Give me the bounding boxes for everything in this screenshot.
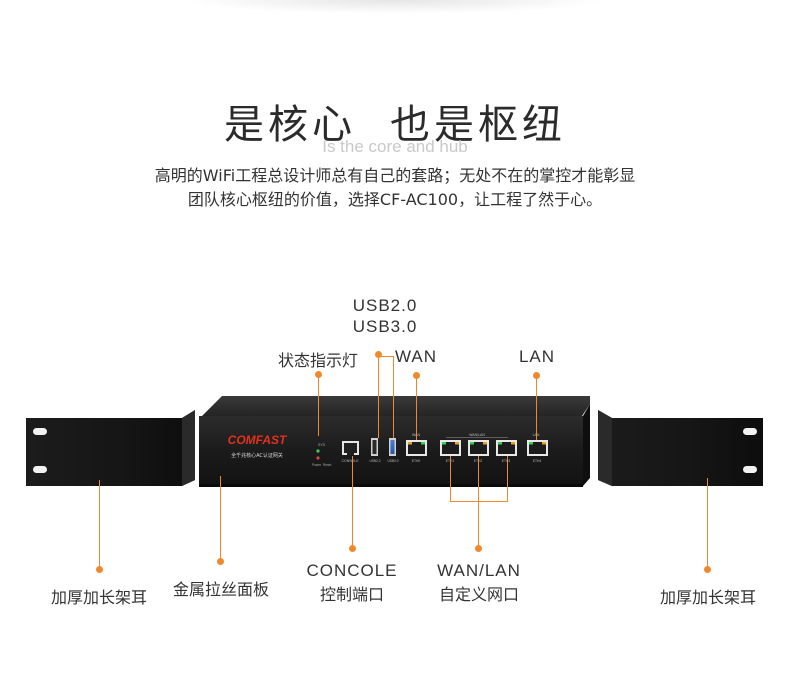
power-led-icon [316, 456, 320, 460]
wanlan-callout-dot [475, 545, 482, 552]
wanlan-group-label: WAN/LAN [469, 433, 485, 437]
title-part-hub: 也是枢纽 [390, 102, 566, 148]
console-port-label: CONSOLE [341, 459, 359, 463]
usb3-callout-label: USB3.0 [352, 317, 418, 336]
usb2-port-label: USB2.0 [370, 459, 381, 463]
ethernet-port-eth4[interactable]: ETH4 [527, 440, 548, 463]
ethernet-port-eth0[interactable]: ETH0 [406, 440, 427, 463]
model-text: 全千兆核心AC认证网关 [231, 452, 283, 459]
right-ear-callout-dot [704, 566, 711, 573]
wanlan-callout-label-en: WAN/LAN [437, 561, 521, 580]
wanlan-callout-branch [450, 501, 508, 502]
wanlan-callout-label-cn: 自定义网口 [438, 585, 519, 604]
right-ear-callout-line [707, 478, 708, 568]
console-callout-label-en: CONCOLE [306, 561, 398, 580]
led-label-reset: Reset [323, 463, 331, 467]
console-callout-line [352, 456, 353, 546]
top-shadow [180, 0, 610, 14]
wan-callout-dot [413, 372, 420, 379]
ethernet-port-eth2[interactable]: ETH2 [468, 440, 489, 463]
page-title: 是核心也是枢纽 [0, 92, 790, 150]
console-port[interactable]: CONSOLE [341, 441, 359, 463]
lan-callout-dot [533, 372, 540, 379]
console-callout-label-cn: 控制端口 [319, 585, 384, 604]
left-ear-callout-label: 加厚加长架耳 [50, 588, 147, 607]
led-label-power: Power [312, 463, 322, 467]
page-subtitle: Is the core and hub [322, 137, 468, 156]
eth3-label: ETH3 [502, 459, 511, 463]
panel-callout-dot [217, 558, 224, 565]
wanlan-callout-line-a [450, 456, 451, 502]
panel-callout-line [220, 476, 221, 562]
status-leds: SYS Power Reset [312, 443, 331, 467]
usb-callout-dot [375, 351, 382, 358]
wan-callout-line [416, 377, 417, 440]
panel-callout-label: 金属拉丝面板 [172, 580, 269, 599]
right-ear-callout-label: 加厚加长架耳 [659, 588, 756, 607]
left-ear-callout-dot [96, 566, 103, 573]
eth0-label: ETH0 [412, 459, 421, 463]
wanlan-callout-line-c [507, 456, 508, 502]
sys-led-icon [316, 449, 320, 453]
usb3-port-label: USB3.0 [388, 459, 399, 463]
usb2-callout-label: USB2.0 [352, 296, 418, 315]
left-ear-callout-line [99, 480, 100, 568]
description-line-1: 高明的WiFi工程总设计师总有自己的套路；无处不在的掌控才能彰显 [154, 166, 636, 185]
status-led-callout-dot [315, 371, 322, 378]
usb3-callout-line [393, 356, 394, 438]
usb-callout-branch [378, 356, 394, 357]
eth4-label: ETH4 [533, 459, 542, 463]
usb-callout-line [378, 356, 379, 438]
brand-logo: COMFAST [228, 433, 288, 447]
usb3-port[interactable]: USB3.0 [388, 438, 399, 463]
console-callout-dot [349, 545, 356, 552]
description-line-2: 团队核心枢纽的价值，选择CF-AC100，让工程了然于心。 [187, 190, 603, 209]
left-rack-ear [26, 410, 195, 486]
lan-callout-label: LAN [518, 347, 556, 366]
device-chassis [199, 396, 590, 487]
status-led-callout-line [318, 376, 319, 436]
usb2-port[interactable]: USB2.0 [370, 438, 381, 463]
right-rack-ear [598, 410, 763, 486]
title-part-core: 是核心 [224, 102, 356, 148]
wan-callout-label: WAN [394, 347, 438, 366]
led-label-sys: SYS [318, 443, 326, 447]
lan-callout-line [536, 377, 537, 440]
ethernet-port-eth3[interactable]: ETH3 [496, 440, 517, 463]
status-led-callout-label: 状态指示灯 [277, 351, 358, 370]
